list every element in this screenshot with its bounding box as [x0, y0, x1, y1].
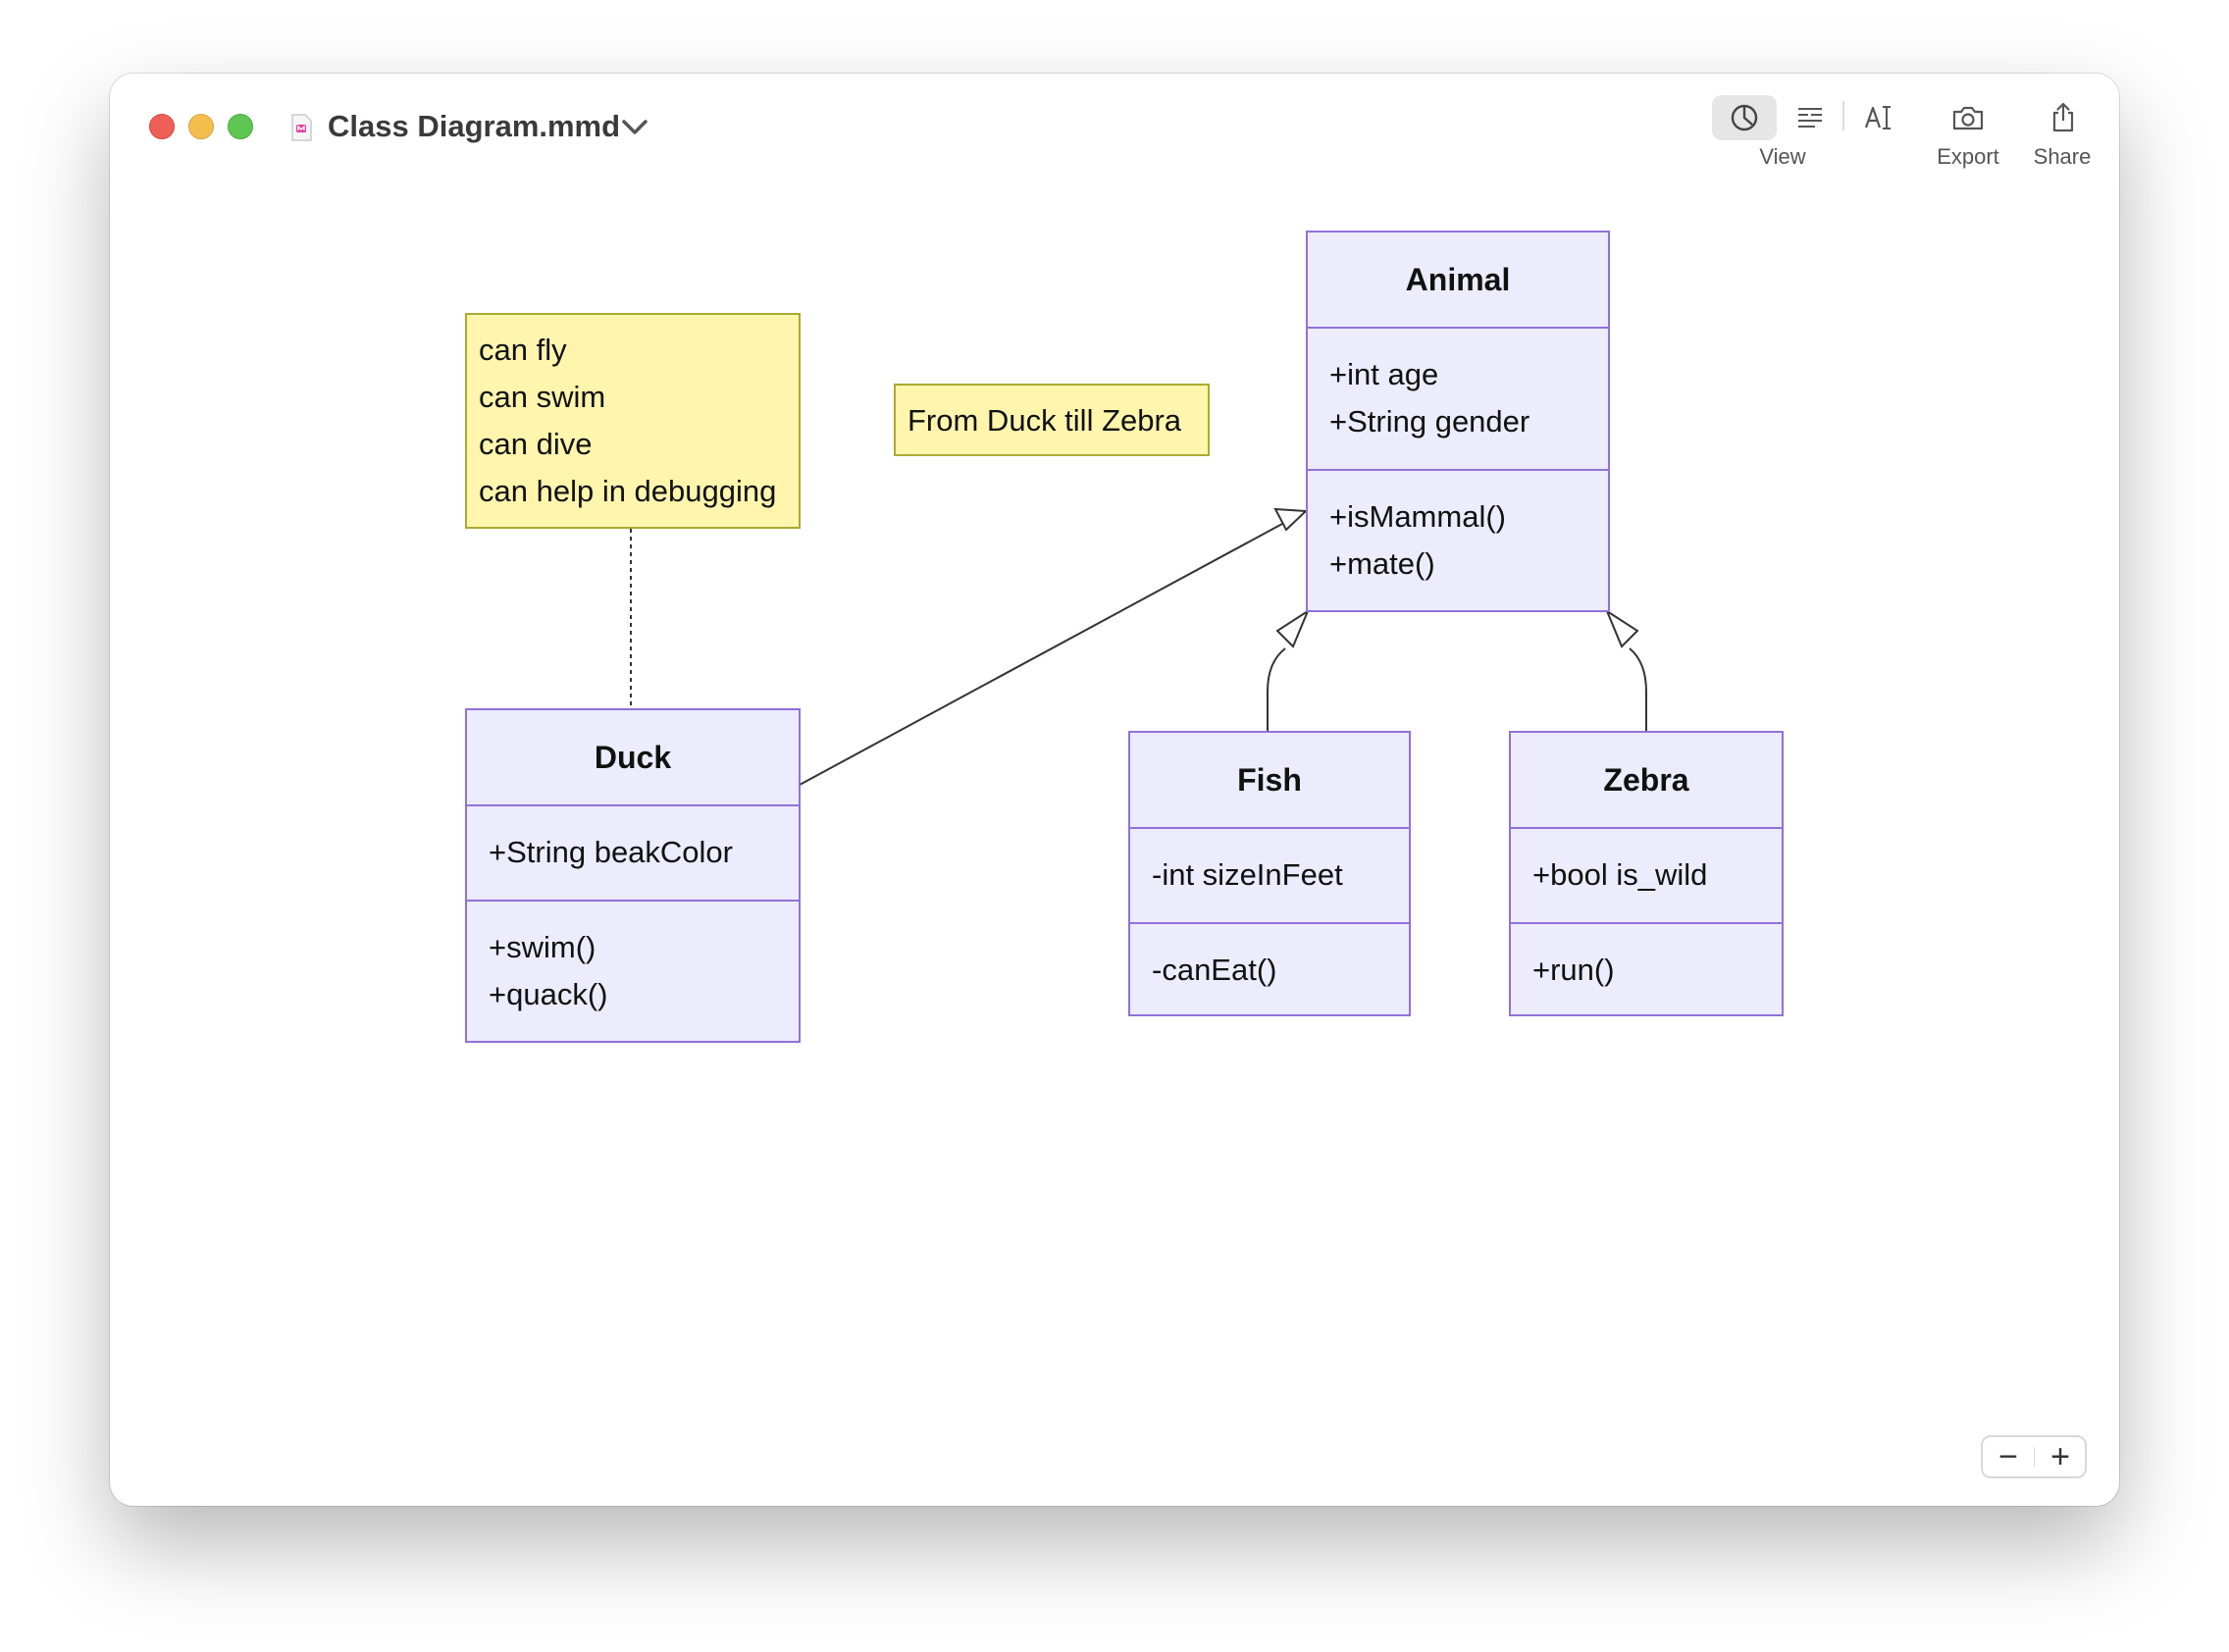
fish-animal-edge: [1267, 647, 1286, 731]
class-animal[interactable]: Animal +int age +String gender +isMammal…: [1306, 231, 1610, 612]
text-cursor-icon: [1864, 106, 1891, 129]
zoom-control: − +: [1981, 1435, 2087, 1478]
class-fish-methods: -canEat(): [1130, 922, 1409, 1016]
view-label: View: [1759, 144, 1806, 169]
camera-icon: [1952, 106, 1984, 130]
duck-note-line: can fly: [479, 333, 567, 367]
class-fish-name: Fish: [1237, 762, 1302, 798]
class-duck-attributes: +String beakColor: [467, 804, 799, 900]
duck-note-line: can swim: [479, 380, 606, 414]
maximize-window-button[interactable]: [228, 114, 253, 139]
class-animal-name: Animal: [1405, 262, 1511, 297]
zoom-out-button[interactable]: −: [1998, 1438, 2018, 1475]
method: -canEat(): [1152, 953, 1277, 987]
class-fish-attributes: -int sizeInFeet: [1130, 827, 1409, 922]
class-zebra-methods: +run(): [1511, 922, 1782, 1016]
zebra-animal-edge: [1629, 647, 1647, 731]
duck-animal-edge: [799, 510, 1307, 786]
attribute: +String beakColor: [489, 835, 733, 869]
duck-note[interactable]: can fly can swim can dive can help in de…: [465, 313, 801, 529]
duck-animal-arrowhead: [1273, 507, 1309, 532]
export-label: Export: [1937, 144, 1999, 169]
diagram-view-button[interactable]: [1712, 95, 1777, 140]
chart-pie-icon: [1731, 104, 1758, 131]
minimize-window-button[interactable]: [188, 114, 214, 139]
class-animal-attributes: +int age +String gender: [1308, 327, 1608, 469]
mermaid-file-icon: [291, 114, 312, 141]
method: +run(): [1532, 953, 1615, 987]
method: +mate(): [1329, 546, 1435, 581]
class-zebra[interactable]: Zebra +bool is_wild +run(): [1509, 731, 1784, 1016]
share-button[interactable]: [2039, 93, 2088, 140]
title-bar: Class Diagram.mmd View: [110, 74, 2119, 221]
diagram-edges: [630, 507, 1647, 786]
share-icon: [2052, 102, 2074, 132]
method: +swim(): [489, 930, 596, 964]
zoom-in-button[interactable]: +: [2050, 1438, 2070, 1475]
attribute: +int age: [1329, 357, 1439, 391]
text-lines-icon: [1798, 108, 1822, 128]
attribute: -int sizeInFeet: [1152, 857, 1343, 892]
toolbar-divider: [1842, 101, 1844, 130]
app-window: Class Diagram.mmd View: [110, 74, 2119, 1506]
class-zebra-name: Zebra: [1603, 762, 1689, 798]
free-note-text: From Duck till Zebra: [907, 403, 1182, 438]
fish-animal-arrowhead: [1275, 608, 1311, 648]
duck-note-line: can help in debugging: [479, 474, 777, 508]
class-animal-methods: +isMammal() +mate(): [1308, 469, 1608, 610]
method: +quack(): [489, 977, 608, 1011]
chevron-down-icon[interactable]: [620, 117, 649, 138]
free-note[interactable]: From Duck till Zebra: [894, 384, 1210, 456]
class-fish[interactable]: Fish -int sizeInFeet -canEat(): [1128, 731, 1411, 1016]
share-label: Share: [2033, 144, 2092, 169]
class-duck[interactable]: Duck +String beakColor +swim() +quack(): [465, 708, 801, 1043]
code-view-button[interactable]: [1786, 95, 1835, 140]
document-title[interactable]: Class Diagram.mmd: [328, 109, 621, 143]
class-duck-methods: +swim() +quack(): [467, 900, 799, 1041]
export-button[interactable]: [1941, 95, 1996, 140]
text-format-button[interactable]: [1854, 95, 1903, 140]
duck-note-line: can dive: [479, 427, 593, 461]
zebra-animal-arrowhead: [1604, 608, 1639, 648]
attribute: +String gender: [1329, 404, 1530, 439]
class-duck-name: Duck: [594, 740, 672, 775]
method: +isMammal(): [1329, 499, 1506, 534]
zoom-divider: [2034, 1447, 2035, 1467]
class-zebra-attributes: +bool is_wild: [1511, 827, 1782, 922]
attribute: +bool is_wild: [1532, 857, 1708, 892]
close-window-button[interactable]: [149, 114, 175, 139]
diagram-canvas[interactable]: can fly can swim can dive can help in de…: [110, 74, 2119, 1506]
